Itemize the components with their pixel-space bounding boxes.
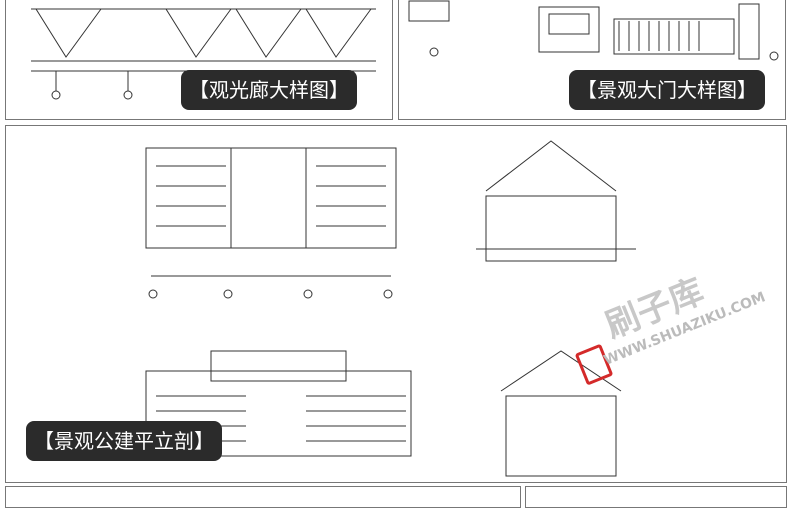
public-building-panel: 【景观公建平立剖】 bbox=[5, 125, 787, 483]
gate-drawing bbox=[408, 0, 779, 61]
corridor-detail-panel: 【观光廊大样图】 bbox=[5, 0, 393, 120]
building-label: 【景观公建平立剖】 bbox=[26, 421, 222, 461]
bottom-right-panel bbox=[525, 486, 787, 508]
gate-label: 【景观大门大样图】 bbox=[569, 70, 765, 110]
gate-detail-panel: 【景观大门大样图】 bbox=[398, 0, 786, 120]
building-drawings bbox=[145, 140, 636, 477]
corridor-label: 【观光廊大样图】 bbox=[181, 70, 357, 110]
bottom-left-panel bbox=[5, 486, 521, 508]
